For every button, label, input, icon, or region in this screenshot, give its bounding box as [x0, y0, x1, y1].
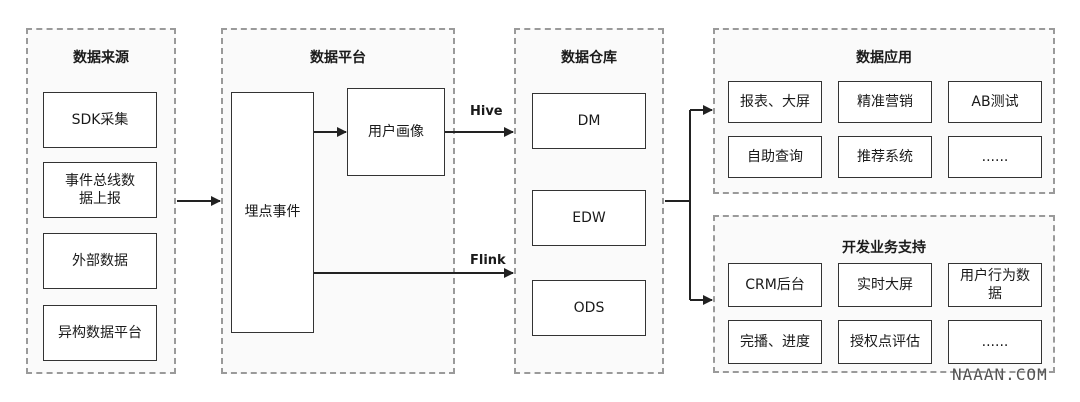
node-dm: DM — [532, 93, 646, 149]
node-auth-evaluation: 授权点评估 — [838, 320, 932, 364]
node-event-bus: 事件总线数据上报 — [43, 162, 157, 218]
group-title: 数据平台 — [310, 50, 366, 66]
node-sdk-collect: SDK采集 — [43, 92, 157, 148]
group-title: 数据仓库 — [561, 50, 617, 66]
node-external-data: 外部数据 — [43, 233, 157, 289]
node-edw: EDW — [532, 190, 646, 246]
node-apps-more: ...... — [948, 136, 1042, 178]
edge-label-hive: Hive — [470, 104, 503, 119]
watermark: NAAAN.COM — [952, 365, 1048, 384]
node-user-profile: 用户画像 — [347, 88, 445, 176]
node-dev-more: ...... — [948, 320, 1042, 364]
node-crm-backend: CRM后台 — [728, 263, 822, 307]
node-self-query: 自助查询 — [728, 136, 822, 178]
group-title: 开发业务支持 — [842, 240, 926, 256]
node-tracking-events: 埋点事件 — [231, 92, 314, 333]
node-hetero-platform: 异构数据平台 — [43, 305, 157, 361]
node-playback-progress: 完播、进度 — [728, 320, 822, 364]
group-title: 数据应用 — [856, 50, 912, 66]
node-report-screen: 报表、大屏 — [728, 81, 822, 123]
edge-label-flink: Flink — [470, 253, 506, 268]
node-realtime-screen: 实时大屏 — [838, 263, 932, 307]
node-ods: ODS — [532, 280, 646, 336]
node-user-behavior: 用户行为数据 — [948, 263, 1042, 307]
node-ab-test: AB测试 — [948, 81, 1042, 123]
node-precision-marketing: 精准营销 — [838, 81, 932, 123]
group-title: 数据来源 — [73, 50, 129, 66]
node-recommend-system: 推荐系统 — [838, 136, 932, 178]
